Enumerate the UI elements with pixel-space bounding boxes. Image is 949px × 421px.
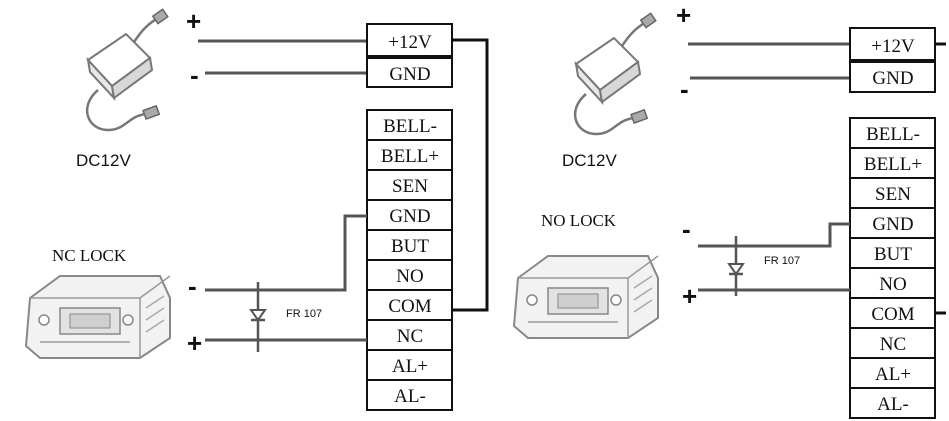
right-supply-minus: - xyxy=(680,74,689,104)
right-terminal-12v: +12V xyxy=(871,36,915,57)
right-lock-minus-wire xyxy=(698,222,850,248)
left-lock-minus-wire xyxy=(205,214,367,292)
lock-device-icon xyxy=(513,255,659,339)
right-terminal-sen: SEN xyxy=(875,184,911,205)
right-terminal-com: COM xyxy=(871,304,914,325)
left-diode-icon xyxy=(249,298,267,332)
left-terminal-gnd: GND xyxy=(389,206,430,227)
left-supply-plus: + xyxy=(186,6,201,36)
power-adapter-icon xyxy=(85,8,170,132)
left-terminal-but: BUT xyxy=(391,236,429,257)
right-terminal-bell-plus: BELL+ xyxy=(864,154,922,175)
power-adapter-icon xyxy=(573,12,658,136)
right-diode-icon xyxy=(727,252,745,286)
right-terminal-bell-minus: BELL- xyxy=(866,124,920,145)
right-terminal-no: NO xyxy=(879,274,906,295)
left-12v-com-jumper xyxy=(452,38,489,312)
left-terminal-gnd-power: GND xyxy=(389,64,430,85)
right-power-terminal-block: +12V GND xyxy=(849,27,936,93)
right-diagram: DC12V + - +12V GND BELL- BELL+ SEN GND B… xyxy=(513,0,946,419)
right-lock-label: NO LOCK xyxy=(541,211,617,230)
left-terminal-com: COM xyxy=(388,296,431,317)
lock-device-icon xyxy=(25,275,171,359)
right-lock-minus: - xyxy=(682,214,691,244)
left-diagram: DC12V + - +12V GND BELL- BELL+ SEN GN xyxy=(25,6,489,411)
right-terminal-gnd: GND xyxy=(872,214,913,235)
right-terminal-nc: NC xyxy=(880,334,906,355)
left-terminal-sen: SEN xyxy=(392,176,428,197)
left-terminal-block: BELL- BELL+ SEN GND BUT NO COM NC AL+ AL… xyxy=(366,109,453,411)
right-terminal-al-minus: AL- xyxy=(877,394,909,415)
left-diode-label: FR 107 xyxy=(286,308,322,320)
left-terminal-no: NO xyxy=(396,266,423,287)
right-lock-plus: + xyxy=(682,281,697,311)
right-terminal-gnd-power: GND xyxy=(872,68,913,89)
left-terminal-al-plus: AL+ xyxy=(392,356,428,377)
left-lock-plus: + xyxy=(187,328,202,358)
left-lock-label: NC LOCK xyxy=(52,246,127,265)
left-terminal-nc: NC xyxy=(397,326,423,347)
left-terminal-bell-minus: BELL- xyxy=(383,116,437,137)
left-terminal-bell-plus: BELL+ xyxy=(381,146,439,167)
left-supply-minus: - xyxy=(190,60,199,90)
right-supply-label: DC12V xyxy=(562,151,617,170)
left-terminal-12v: +12V xyxy=(388,32,432,53)
left-terminal-al-minus: AL- xyxy=(394,386,426,407)
right-terminal-al-plus: AL+ xyxy=(875,364,911,385)
left-lock-minus: - xyxy=(188,271,197,301)
right-supply-plus: + xyxy=(676,0,691,30)
left-supply-label: DC12V xyxy=(76,151,131,170)
right-terminal-block: BELL- BELL+ SEN GND BUT NO COM NC AL+ AL… xyxy=(849,117,936,419)
right-diode-label: FR 107 xyxy=(764,255,800,267)
left-power-terminal-block: +12V GND xyxy=(366,23,453,88)
right-terminal-but: BUT xyxy=(874,244,912,265)
